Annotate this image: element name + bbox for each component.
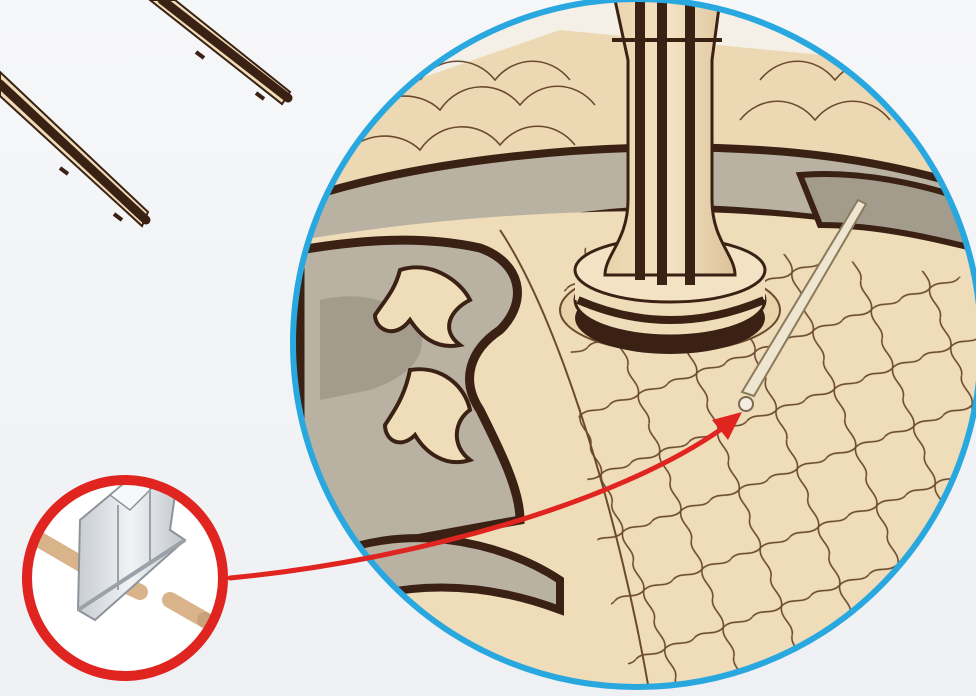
wooden-rod-upper — [150, 0, 290, 104]
wooden-rod-lower — [0, 72, 148, 226]
part-detail — [27, 470, 227, 680]
